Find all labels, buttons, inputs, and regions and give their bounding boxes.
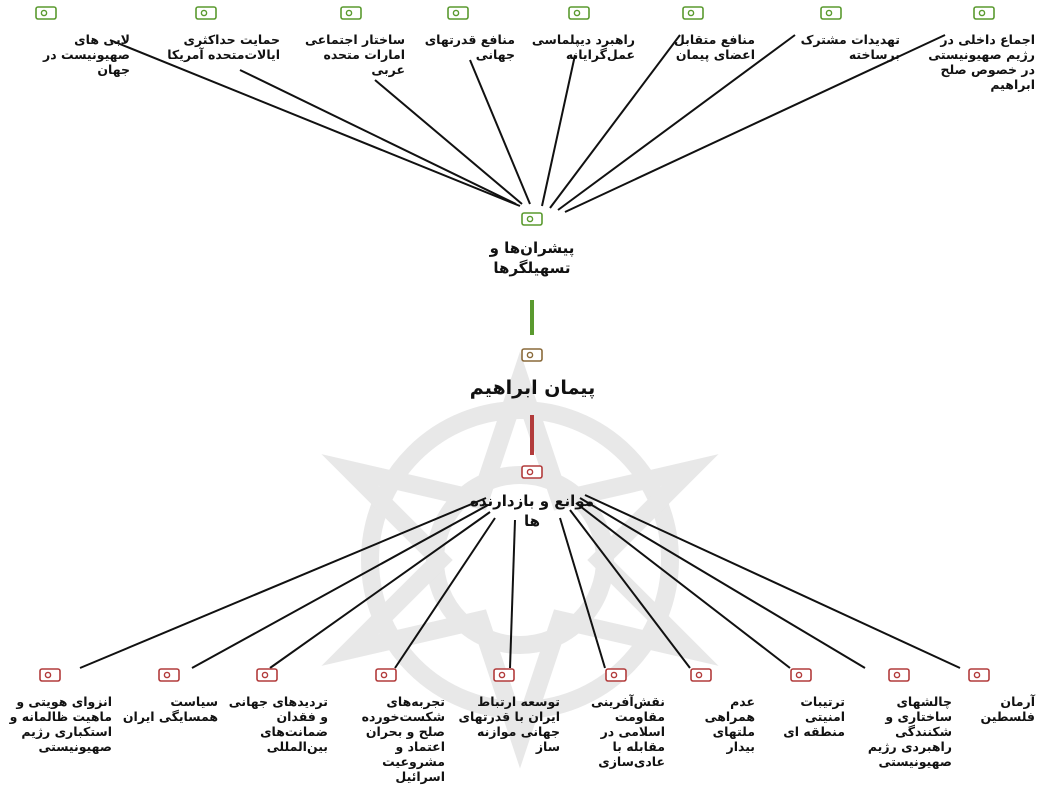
node-green-icon: [340, 6, 362, 20]
node-label: عدم همراهی ملتهای بیدار: [704, 694, 755, 754]
node-red-icon: [493, 668, 515, 682]
driver-edge: [557, 34, 796, 211]
barrier-node-1[interactable]: آرمان فلسطین: [960, 668, 1035, 724]
node-label: توسعه ارتباط ایران با قدرتهای جهانی مواز…: [458, 694, 561, 754]
driver-edge: [541, 54, 576, 207]
node-red-icon: [521, 465, 543, 479]
driver-edge: [549, 34, 681, 209]
barrier-node-8[interactable]: تردیدهای جهانی و فقدان ضمانت‌های بین‌الم…: [228, 668, 328, 754]
node-green-icon: [521, 212, 543, 226]
barrier-edge: [191, 504, 489, 669]
barrier-node-9[interactable]: سیاست همسایگی ایران: [118, 668, 218, 724]
driver-edge: [109, 39, 521, 207]
node-green-icon: [195, 6, 217, 20]
node-green-icon: [682, 6, 704, 20]
driver-edge: [239, 69, 517, 205]
barriers-label: موانع و بازدارنده ها: [469, 492, 594, 530]
driver-node-1[interactable]: اجماع داخلی در رژیم صهیونیستی در خصوص صل…: [925, 6, 1035, 92]
node-label: تهدیدات مشترک برساخته: [800, 32, 900, 62]
node-red-icon: [375, 668, 397, 682]
node-green-icon: [973, 6, 995, 20]
node-label: تجربه‌های شکست‌خورده صلح و بحران اعتماد …: [361, 694, 445, 784]
barrier-edge: [569, 509, 691, 669]
node-label: اجماع داخلی در رژیم صهیونیستی در خصوص صل…: [928, 32, 1035, 92]
barrier-edge: [509, 519, 516, 669]
node-red-icon: [690, 668, 712, 682]
node-label: راهبرد دیپلماسی عمل‌گرایانه: [531, 32, 635, 62]
driver-node-3[interactable]: منافع متقابل اعضای پیمان: [650, 6, 755, 62]
node-red-icon: [888, 668, 910, 682]
driver-node-6[interactable]: ساختار اجتماعی امارات متحده عربی: [300, 6, 405, 77]
barrier-node-3[interactable]: ترتیبات امنیتی منطقه ای: [770, 668, 845, 739]
driver-node-8[interactable]: لابی های صهیونیست در جهان: [10, 6, 130, 77]
node-green-icon: [447, 6, 469, 20]
node-label: سیاست همسایگی ایران: [122, 694, 218, 724]
barrier-node-10[interactable]: انزوای هویتی و ماهیت ظالمانه و استکباری …: [4, 668, 112, 754]
node-red-icon: [256, 668, 278, 682]
node-label: لابی های صهیونیست در جهان: [43, 32, 130, 77]
node-label: منافع متقابل اعضای پیمان: [674, 32, 755, 62]
driver-node-7[interactable]: حمایت حداکثری ایالات‌متحده آمریکا: [160, 6, 280, 62]
node-label: ترتیبات امنیتی منطقه ای: [783, 694, 845, 739]
barrier-node-6[interactable]: توسعه ارتباط ایران با قدرتهای جهانی مواز…: [455, 668, 560, 754]
barrier-edge: [269, 511, 491, 669]
node-green-icon: [820, 6, 842, 20]
node-label: تردیدهای جهانی و فقدان ضمانت‌های بین‌الم…: [228, 694, 328, 754]
barrier-edge: [584, 494, 961, 669]
node-label: انزوای هویتی و ماهیت ظالمانه و استکباری …: [9, 694, 112, 754]
node-red-icon: [39, 668, 61, 682]
node-label: چالشهای ساختاری و شکنندگی راهبردی رژیم ص…: [867, 694, 952, 769]
node-label: آرمان فلسطین: [980, 694, 1035, 724]
barrier-edge: [559, 517, 606, 669]
barrier-edge: [579, 497, 866, 669]
node-label: ساختار اجتماعی امارات متحده عربی: [305, 32, 405, 77]
barrier-node-5[interactable]: نقش‌آفرینی مقاومت اسلامی در مقابله با عا…: [575, 668, 665, 769]
driver-edge: [564, 34, 946, 213]
driver-edge: [469, 59, 531, 205]
main-title: پیمان ابراهیم: [469, 377, 596, 399]
drivers-node[interactable]: پیشران‌ها و تسهیلگرها: [462, 212, 602, 278]
drivers-label: پیشران‌ها و تسهیلگرها: [489, 239, 575, 277]
watermark-ornament: [321, 351, 719, 769]
main-node[interactable]: پیمان ابراهیم: [440, 348, 625, 400]
node-red-icon: [158, 668, 180, 682]
node-label: منافع قدرتهای جهانی: [424, 32, 515, 62]
node-red-icon: [790, 668, 812, 682]
node-red-icon: [605, 668, 627, 682]
barrier-node-2[interactable]: چالشهای ساختاری و شکنندگی راهبردی رژیم ص…: [860, 668, 952, 769]
driver-node-4[interactable]: راهبرد دیپلماسی عمل‌گرایانه: [530, 6, 635, 62]
node-green-icon: [568, 6, 590, 20]
node-red-icon: [968, 668, 990, 682]
barrier-edge: [79, 497, 487, 669]
barrier-edge: [575, 502, 791, 669]
driver-node-2[interactable]: تهدیدات مشترک برساخته: [775, 6, 900, 62]
node-label: حمایت حداکثری ایالات‌متحده آمریکا: [167, 32, 280, 62]
barrier-edge: [394, 517, 496, 669]
node-neutral-icon: [521, 348, 543, 362]
node-label: نقش‌آفرینی مقاومت اسلامی در مقابله با عا…: [590, 694, 665, 769]
barrier-node-4[interactable]: عدم همراهی ملتهای بیدار: [680, 668, 755, 754]
driver-edge: [374, 79, 523, 205]
barriers-node[interactable]: موانع و بازدارنده ها: [462, 465, 602, 531]
node-green-icon: [35, 6, 57, 20]
barrier-node-7[interactable]: تجربه‌های شکست‌خورده صلح و بحران اعتماد …: [340, 668, 445, 784]
driver-node-5[interactable]: منافع قدرتهای جهانی: [415, 6, 515, 62]
connector-lines: [79, 34, 961, 669]
